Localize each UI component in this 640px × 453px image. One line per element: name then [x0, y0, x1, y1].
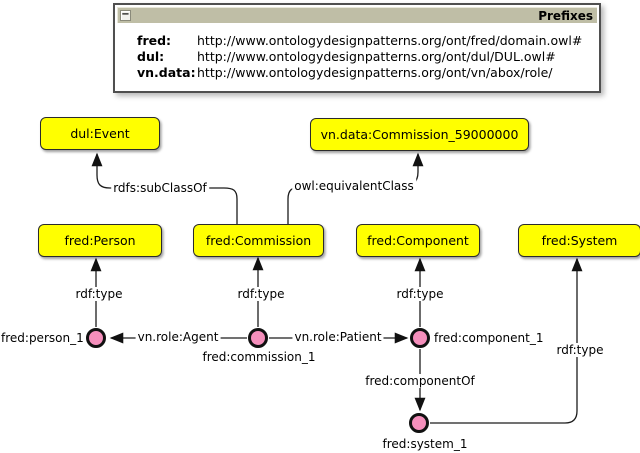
instance-label-commission-1: fred:commission_1: [202, 350, 316, 364]
edge-rdftype-system: [430, 257, 583, 424]
prefix-row: vn.data: http://www.ontologydesignpatter…: [137, 65, 597, 81]
prefixes-body: fred: http://www.ontologydesignpatterns.…: [117, 23, 597, 89]
prefix-uri: http://www.ontologydesignpatterns.org/on…: [197, 65, 553, 80]
class-node-fred-person[interactable]: fred:Person: [38, 224, 162, 257]
instance-label-person-1: fred:person_1: [1, 331, 84, 345]
class-node-fred-component[interactable]: fred:Component: [356, 224, 480, 257]
edge-label-rdftype-commission: rdf:type: [235, 287, 287, 301]
edge-label-rdftype-system: rdf:type: [554, 343, 606, 357]
window-title: Prefixes: [538, 9, 593, 23]
instance-label-component-1: fred:component_1: [434, 331, 544, 345]
instance-label-system-1: fred:system_1: [382, 437, 468, 451]
prefix-uri: http://www.ontologydesignpatterns.org/on…: [197, 33, 583, 48]
prefix-name: vn.data:: [137, 65, 196, 80]
class-node-fred-commission[interactable]: fred:Commission: [193, 224, 324, 257]
prefix-row: dul: http://www.ontologydesignpatterns.o…: [137, 49, 597, 65]
edge-label-equivalentclass: owl:equivalentClass: [292, 179, 416, 193]
prefix-uri: http://www.ontologydesignpatterns.org/on…: [197, 49, 556, 64]
instance-node-system-1[interactable]: [409, 413, 429, 433]
prefix-name: fred:: [137, 33, 172, 48]
edge-label-rdftype-person: rdf:type: [73, 287, 125, 301]
edge-label-subclassof: rdfs:subClassOf: [111, 181, 209, 195]
prefixes-titlebar[interactable]: − Prefixes: [117, 7, 597, 23]
edge-label-patient: vn.role:Patient: [292, 330, 384, 344]
instance-node-component-1[interactable]: [410, 328, 430, 348]
instance-node-person-1[interactable]: [86, 328, 106, 348]
prefixes-window: − Prefixes fred: http://www.ontologydesi…: [113, 3, 601, 93]
instance-node-commission-1[interactable]: [248, 328, 268, 348]
edge-label-rdftype-component: rdf:type: [394, 287, 446, 301]
class-node-fred-system[interactable]: fred:System: [518, 224, 640, 257]
class-node-vn-commission[interactable]: vn.data:Commission_59000000: [310, 118, 529, 151]
edge-label-componentof: fred:componentOf: [363, 374, 477, 388]
edge-label-agent: vn.role:Agent: [135, 330, 221, 344]
prefix-name: dul:: [137, 49, 165, 64]
minimize-button[interactable]: −: [120, 9, 131, 21]
class-node-dul-event[interactable]: dul:Event: [40, 117, 160, 150]
prefix-row: fred: http://www.ontologydesignpatterns.…: [137, 33, 597, 49]
